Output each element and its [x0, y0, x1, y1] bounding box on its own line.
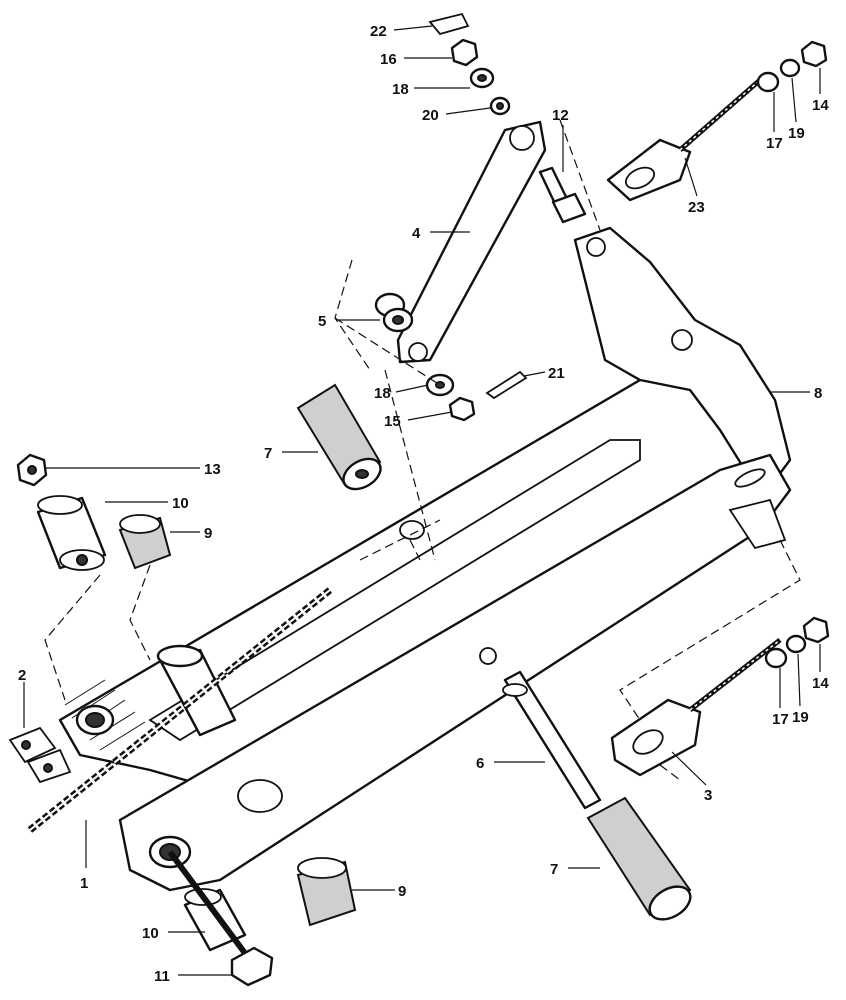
bolt-12 — [538, 166, 587, 224]
bolt-11 — [230, 946, 274, 987]
torque-link-arm — [396, 120, 547, 364]
lockwasher-19-top — [779, 58, 801, 78]
callout-5: 5 — [318, 313, 326, 330]
callout-18-mid: 18 — [374, 385, 391, 402]
callout-10-upper: 10 — [172, 495, 189, 512]
swingarm-frame — [58, 226, 792, 892]
dust-seal-9-lower — [296, 857, 357, 927]
drive-chain — [27, 587, 333, 833]
washer-17-top — [756, 71, 780, 93]
callout-14-top: 14 — [812, 97, 829, 114]
callout-9-upper: 9 — [204, 525, 212, 542]
callout-19-top: 19 — [788, 125, 805, 142]
footpeg-rubber-lower — [586, 796, 692, 921]
callout-7-lower: 7 — [550, 861, 558, 878]
callout-9-lower: 9 — [398, 883, 406, 900]
callout-3: 3 — [704, 787, 712, 804]
callout-20: 20 — [422, 107, 439, 124]
callout-12: 12 — [552, 107, 569, 124]
assembly-lines — [44, 119, 801, 781]
leader-lines — [23, 25, 821, 976]
nut-16 — [450, 38, 479, 67]
callout-19-bottom: 19 — [792, 709, 809, 726]
callout-7-upper: 7 — [264, 445, 272, 462]
callout-23: 23 — [688, 199, 705, 216]
washer-18-top — [469, 67, 495, 89]
cotter-pin-21 — [485, 370, 528, 400]
callout-2: 2 — [18, 667, 26, 684]
master-link — [8, 726, 72, 784]
nut-14-top — [800, 40, 828, 68]
bushing-10-upper — [36, 495, 107, 571]
nut-15 — [448, 396, 476, 422]
washer-17-bottom — [764, 647, 788, 669]
nut-13 — [16, 453, 48, 487]
callout-11: 11 — [154, 968, 170, 985]
callout-16: 16 — [380, 51, 397, 68]
lockwasher-19-bottom — [785, 634, 807, 654]
chain-adjuster-3 — [610, 638, 782, 777]
callout-13: 13 — [204, 461, 221, 478]
spacer-5 — [374, 292, 414, 333]
callout-4: 4 — [412, 225, 421, 242]
callout-labels: 1 2 3 4 5 6 7 7 8 9 9 10 10 11 12 13 14 … — [18, 23, 829, 985]
callout-15: 15 — [384, 413, 401, 430]
callout-10-lower: 10 — [142, 925, 159, 942]
callout-22: 22 — [370, 23, 387, 40]
callout-1: 1 — [80, 875, 88, 892]
nut-14-bottom — [802, 616, 830, 644]
cotter-pin-22 — [428, 12, 470, 36]
dust-seal-9-upper — [118, 514, 172, 570]
callout-21: 21 — [548, 365, 565, 382]
footpeg-rubber-upper — [296, 383, 382, 491]
callout-6: 6 — [476, 755, 484, 772]
callout-18-top: 18 — [392, 81, 409, 98]
pivot-bolt-6 — [479, 647, 602, 810]
callout-8: 8 — [814, 385, 822, 402]
chain-adjuster-23 — [606, 78, 762, 202]
callout-17-top: 17 — [766, 135, 783, 152]
callout-14-bottom: 14 — [812, 675, 829, 692]
bushing-10-lower — [167, 850, 253, 962]
washer-20 — [489, 96, 511, 116]
washer-18-mid — [425, 373, 455, 397]
callout-17-bottom: 17 — [772, 711, 789, 728]
